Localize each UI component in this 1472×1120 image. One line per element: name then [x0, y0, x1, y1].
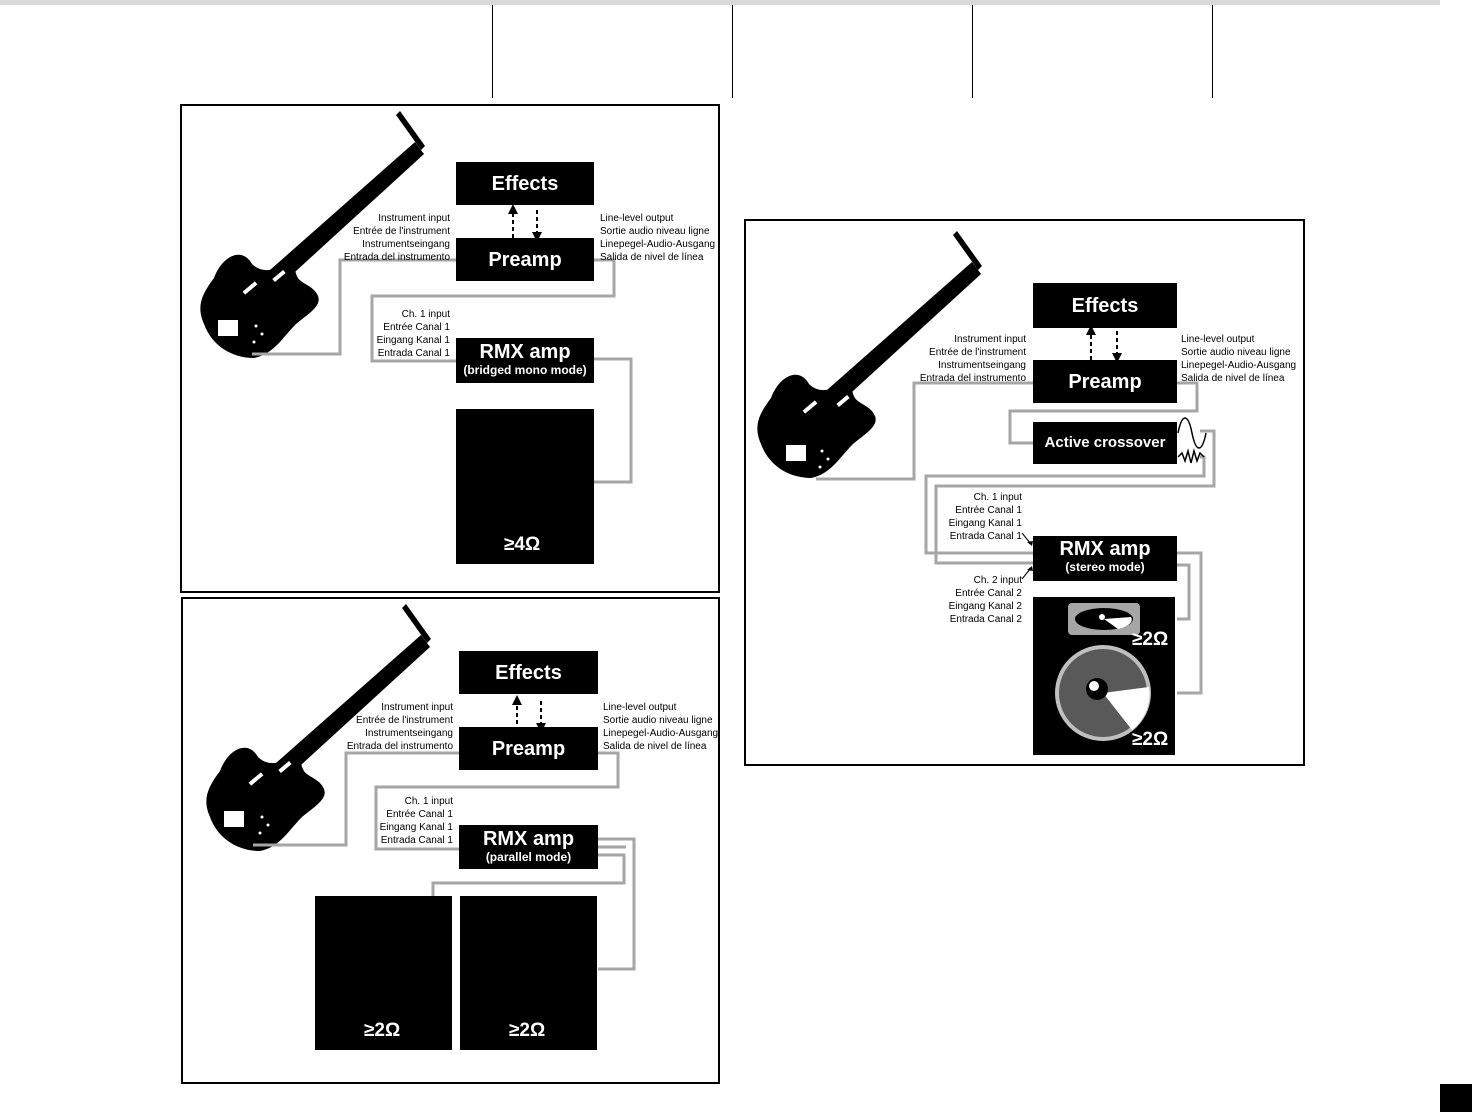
bridged-wiring — [200, 111, 633, 531]
header-divider — [972, 5, 973, 98]
bass-guitar-icon — [206, 604, 431, 851]
active-crossover-label: Active crossover — [1044, 434, 1166, 451]
tweeter-impedance-label: ≥2Ω — [1132, 629, 1169, 650]
rmx-amp-label: RMX amp — [1059, 538, 1151, 560]
preamp-label: Preamp — [491, 738, 566, 760]
preamp-block: Preamp — [459, 727, 598, 770]
woofer-impedance-label: ≥2Ω — [1132, 729, 1169, 750]
cables — [252, 258, 633, 484]
effects-block: Effects — [456, 162, 594, 205]
impedance-label: ≥2Ω — [509, 1020, 546, 1041]
effects-block: Effects — [1033, 283, 1177, 328]
effects-label: Effects — [495, 662, 562, 684]
page-tab-marker — [1440, 1084, 1472, 1112]
rmx-amp-label: RMX amp — [479, 341, 571, 363]
effects-loop-arrows — [1090, 331, 1118, 360]
ch-pointer-arrows — [1021, 532, 1032, 580]
rmx-amp-block: RMX amp (bridged mono mode) — [456, 338, 594, 383]
effects-label: Effects — [491, 173, 559, 195]
mode-label: (parallel mode) — [485, 850, 572, 864]
preamp-block: Preamp — [456, 238, 594, 281]
stereo-wiring — [757, 231, 1216, 741]
effects-label: Effects — [1071, 295, 1139, 317]
header-divider — [492, 5, 493, 98]
diagram-stereo-crossover: Effects Preamp Active crossover RMX amp … — [744, 219, 1305, 766]
diagram-parallel: Effects Preamp RMX amp (parallel mode) ≥… — [181, 597, 720, 1084]
cables — [253, 751, 636, 971]
speaker-cabinet-right — [460, 896, 597, 1050]
preamp-label: Preamp — [1068, 371, 1142, 393]
active-crossover-block: Active crossover — [1033, 422, 1177, 464]
rmx-amp-block: RMX amp (stereo mode) — [1033, 536, 1177, 581]
effects-loop-arrows — [512, 210, 538, 238]
effects-loop-arrows — [516, 701, 542, 731]
rmx-amp-label: RMX amp — [482, 828, 575, 850]
bass-guitar-icon — [757, 231, 982, 478]
effects-block: Effects — [459, 651, 598, 694]
header-divider — [1212, 5, 1213, 98]
impedance-label: ≥4Ω — [504, 534, 541, 555]
speaker-cabinet — [456, 409, 594, 564]
header-divider — [732, 5, 733, 98]
top-rule — [0, 0, 1440, 5]
impedance-label: ≥2Ω — [364, 1020, 401, 1041]
preamp-label: Preamp — [488, 249, 562, 271]
mode-label: (stereo mode) — [1065, 560, 1145, 574]
diagram-bridged-mono: Effects Preamp RMX amp (bridged mono mod… — [180, 104, 720, 593]
mode-label: (bridged mono mode) — [463, 363, 587, 377]
speaker-cabinet-left — [315, 896, 452, 1050]
rmx-amp-block: RMX amp (parallel mode) — [459, 825, 598, 869]
bass-guitar-icon — [200, 111, 425, 358]
preamp-block: Preamp — [1033, 360, 1177, 403]
